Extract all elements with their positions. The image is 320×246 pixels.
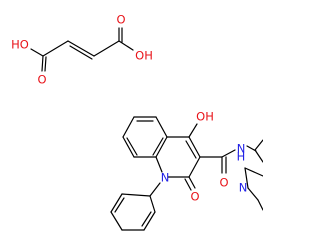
label-quinoline-oh: OH <box>196 110 214 124</box>
bond <box>121 193 151 197</box>
bond <box>122 136 135 158</box>
bond <box>244 167 263 177</box>
bond <box>67 40 95 57</box>
phenyl-ring <box>110 182 161 231</box>
bond <box>254 149 263 163</box>
bond <box>149 182 161 197</box>
atom-labels: HO O O OH OH N N H O O N <box>11 13 247 204</box>
benzo-ring <box>122 116 168 158</box>
fumaric-acid <box>30 27 134 72</box>
bond <box>30 48 44 57</box>
label-fumaric-oh-right: OH <box>135 49 153 63</box>
label-fumaric-o-right: O <box>116 13 125 27</box>
bond <box>188 123 198 138</box>
bicyclic-amine <box>244 139 263 211</box>
bond <box>42 40 69 57</box>
bond <box>141 211 152 227</box>
bond <box>184 178 192 191</box>
label-amide-o: O <box>219 176 228 190</box>
bond <box>41 55 44 72</box>
bond <box>110 193 123 213</box>
label-fumaric-o-left: O <box>37 73 46 87</box>
bond <box>185 140 197 159</box>
bond <box>118 40 134 51</box>
bond <box>155 156 163 173</box>
bond <box>155 136 168 158</box>
carboxamide <box>199 145 257 174</box>
label-ring-n: N <box>161 171 170 185</box>
label-bicyclic-n: N <box>239 181 248 195</box>
bond <box>244 167 249 189</box>
bond <box>254 139 263 151</box>
bond <box>122 116 135 138</box>
bond <box>44 56 47 72</box>
bond <box>126 137 138 156</box>
pyridinone-ring <box>155 123 201 191</box>
bond <box>69 45 93 60</box>
bond <box>221 149 236 158</box>
label-fumaric-oh-left: HO <box>11 38 29 52</box>
bond <box>114 197 125 213</box>
chemical-structure: HO O O OH OH N N H O O N <box>11 13 263 231</box>
bond <box>143 211 156 231</box>
bond <box>188 156 201 178</box>
bond <box>152 137 164 156</box>
bond <box>247 187 259 201</box>
bond <box>188 176 196 189</box>
label-amide-h: H <box>237 150 246 164</box>
bond <box>93 40 120 57</box>
bond <box>110 211 123 231</box>
bond <box>155 116 168 138</box>
label-amide-n: N <box>237 142 246 156</box>
bond <box>257 199 263 211</box>
molecule-diagram: HO O O OH OH N N H O O N <box>11 12 263 231</box>
label-keto-o: O <box>190 190 199 204</box>
bond <box>149 195 156 213</box>
bond <box>188 136 201 158</box>
